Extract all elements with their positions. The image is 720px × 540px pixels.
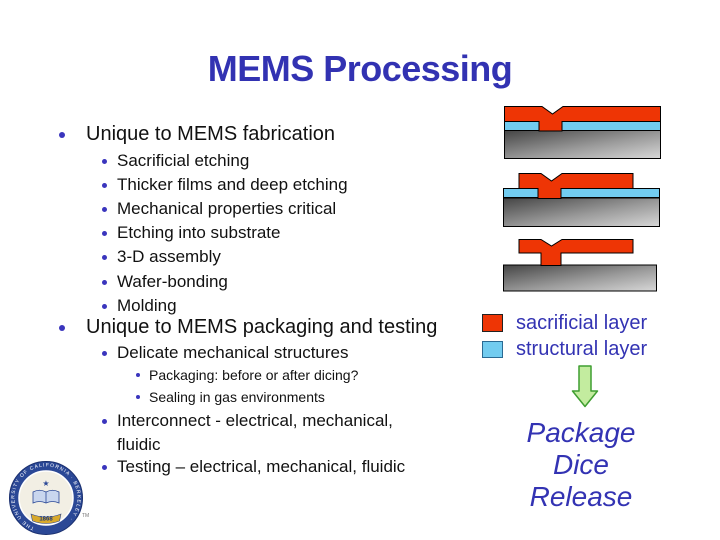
flow-step: Release (529, 481, 633, 512)
sacrificial-layer-shape (504, 106, 661, 132)
bullet-text: Testing – electrical, mechanical, fluidi… (117, 457, 406, 476)
seal-star-icon: ★ (42, 479, 49, 488)
substrate-shape (503, 197, 660, 227)
process-step-2-diagram (503, 173, 660, 227)
trademark-text: TM (82, 513, 89, 519)
bullet-icon (59, 325, 65, 331)
bullet-icon (136, 373, 140, 377)
bullet-icon (102, 465, 107, 470)
bullet-icon (136, 395, 140, 399)
bullet-text: Sacrificial etching (117, 151, 250, 170)
bullet-icon (59, 132, 65, 138)
bullet-text: Delicate mechanical structures (117, 343, 349, 362)
legend: sacrificial layer structural layer (482, 310, 647, 362)
bullet-text: Unique to MEMS packaging and testing (86, 316, 438, 338)
bullet-text: Thicker films and deep etching (117, 175, 348, 194)
bullet-icon (102, 351, 107, 356)
bullet-text: Molding (117, 296, 177, 315)
bullet-list: Unique to MEMS fabrication Sacrificial e… (0, 122, 478, 479)
bullet-item: Wafer-bonding (0, 270, 478, 294)
bullet-icon (102, 183, 107, 188)
legend-item: structural layer (482, 336, 647, 362)
bullet-text: Wafer-bonding (117, 272, 228, 291)
flow-step: Dice (552, 449, 609, 480)
bullet-item: 3-D assembly (0, 245, 478, 269)
process-step-3-diagram (503, 239, 657, 292)
bullet-item: Molding (0, 294, 478, 318)
down-arrow-icon (571, 365, 599, 408)
bullet-item: Sealing in gas environments (0, 386, 478, 408)
bullet-text: Sealing in gas environments (149, 389, 325, 405)
legend-item: sacrificial layer (482, 310, 647, 336)
process-step-1-diagram (504, 106, 661, 159)
bullet-text: Mechanical properties critical (117, 199, 337, 218)
page-title: MEMS Processing (207, 48, 513, 89)
sacrificial-swatch-icon (482, 314, 503, 332)
bullet-icon (102, 231, 107, 236)
legend-label: sacrificial layer (516, 311, 648, 334)
substrate-shape (504, 130, 661, 159)
bullet-item: Testing – electrical, mechanical, fluidi… (0, 455, 478, 479)
bullet-icon (102, 255, 107, 260)
bullet-item: Etching into substrate (0, 221, 478, 245)
bullet-text: 3-D assembly (117, 247, 221, 266)
bullet-item: Interconnect - electrical, mechanical, f… (0, 409, 478, 457)
seal-year: 1868 (39, 517, 53, 523)
seal-banner (30, 513, 62, 524)
structural-layer-shape (503, 188, 660, 198)
flow-steps: Package Dice Release (495, 417, 667, 513)
bullet-item: Packaging: before or after dicing? (0, 364, 478, 386)
sacrificial-layer-shape (518, 173, 634, 199)
bullet-text: Packaging: before or after dicing? (149, 367, 359, 383)
released-structure-shape (518, 239, 634, 266)
bullet-icon (102, 159, 107, 164)
bullet-icon (102, 304, 107, 309)
bullet-text: Unique to MEMS fabrication (86, 123, 336, 145)
uc-berkeley-seal: THE UNIVERSITY OF CALIFORNIA · BERKELEY … (9, 461, 89, 535)
bullet-icon (102, 280, 107, 285)
flow-step: Package (526, 417, 636, 448)
substrate-shape (503, 264, 657, 292)
bullet-item: Thicker films and deep etching (0, 173, 478, 197)
bullet-item: Mechanical properties critical (0, 197, 478, 221)
structural-layer-shape (504, 121, 661, 131)
bullet-item: Delicate mechanical structures (0, 341, 478, 365)
structural-swatch-icon (482, 340, 503, 358)
bullet-item: Unique to MEMS packaging and testing (0, 315, 478, 339)
bullet-text: Interconnect - electrical, mechanical, f… (117, 411, 393, 454)
bullet-icon (102, 419, 107, 424)
legend-label: structural layer (516, 337, 648, 360)
bullet-item: Unique to MEMS fabrication (0, 122, 478, 146)
bullet-item: Sacrificial etching (0, 149, 478, 173)
bullet-icon (102, 207, 107, 212)
bullet-text: Etching into substrate (117, 223, 281, 242)
